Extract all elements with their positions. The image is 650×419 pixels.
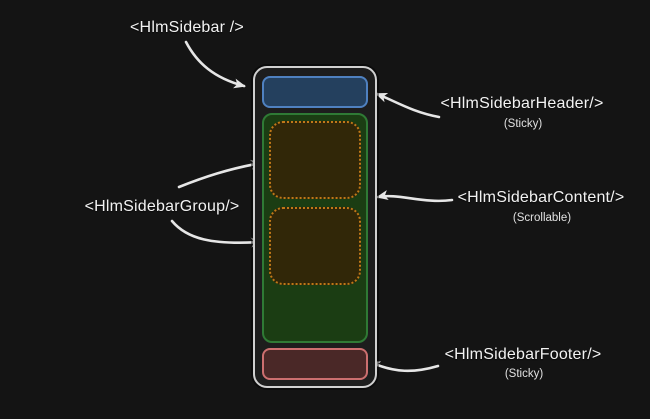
sublabel-header-sticky: (Sticky) <box>503 118 543 130</box>
label-hlm-sidebar-group: <HlmSidebarGroup/> <box>84 198 240 215</box>
sidebar-header-block <box>262 76 368 108</box>
label-hlm-sidebar-content: <HlmSidebarContent/> <box>457 189 625 206</box>
arrow-to-footer <box>368 360 440 373</box>
sidebar-content-block <box>262 113 368 343</box>
sidebar-group-block-1 <box>269 121 361 199</box>
sublabel-content-scrollable: (Scrollable) <box>512 212 572 224</box>
arrow-to-content <box>376 190 454 203</box>
arrow-to-sidebar <box>184 40 246 89</box>
label-hlm-sidebar: <HlmSidebar /> <box>130 19 244 36</box>
sidebar-container <box>253 66 377 388</box>
sidebar-group-block-2 <box>269 207 361 285</box>
arrow-to-header <box>375 92 441 119</box>
sidebar-footer-block <box>262 348 368 380</box>
arrow-to-group-2 <box>170 219 263 248</box>
arrow-to-group-1 <box>177 159 263 189</box>
label-hlm-sidebar-footer: <HlmSidebarFooter/> <box>444 346 602 363</box>
label-hlm-sidebar-header: <HlmSidebarHeader/> <box>440 95 604 112</box>
sublabel-footer-sticky: (Sticky) <box>504 368 544 380</box>
